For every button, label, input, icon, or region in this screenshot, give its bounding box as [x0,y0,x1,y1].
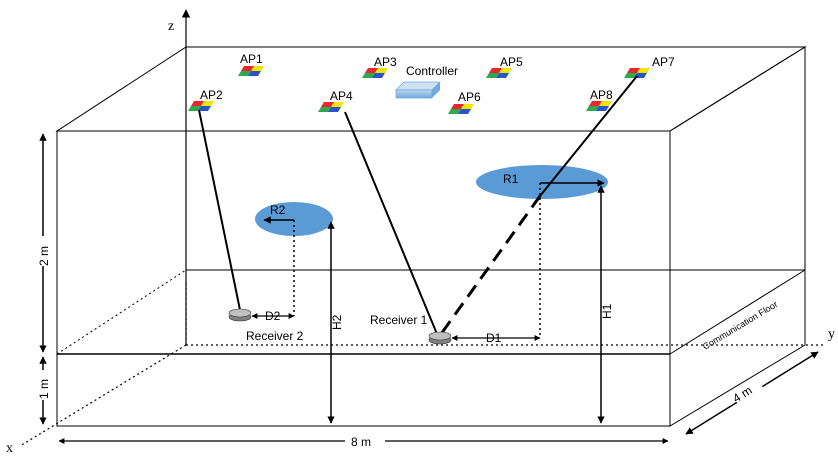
ap6-label: AP6 [458,90,481,104]
region-r1-label: R1 [503,172,519,186]
link-ap7-r1 [539,75,638,197]
ap5-icon [486,68,512,78]
access-points: AP1 AP2 AP3 AP4 AP5 AP6 [188,52,675,114]
ap3-label: AP3 [374,55,397,69]
region-r2-label: R2 [270,203,286,217]
controller-icon [395,81,441,99]
y-axis-label: y [828,327,835,342]
x-axis-label: x [6,441,13,456]
dim-2m-label: 2 m [37,246,51,266]
link-r1-receiver1-dashed [439,195,542,335]
receiver2-label: Receiver 2 [246,329,304,343]
d2-label: D2 [265,309,281,323]
ap2-label: AP2 [200,88,223,102]
dim-1m-label: 1 m [37,379,51,399]
receiver2-icon [228,308,252,322]
z-axis-label: z [168,19,174,34]
h1-label: H1 [600,303,614,319]
floor-right-edge [669,269,806,355]
ap7-icon [624,68,650,78]
ap8-icon [586,101,612,111]
region-r1 [476,165,608,199]
receiver1-icon [428,331,452,345]
right-wall [669,46,806,427]
room-box [55,46,807,427]
ap8-label: AP8 [590,88,613,102]
ap1-icon [238,66,264,76]
d1-label: D1 [486,331,502,345]
ap6-icon [448,104,474,114]
ap5-label: AP5 [500,55,523,69]
x-axis [19,344,187,447]
h2-label: H2 [330,314,344,330]
region-r2 [255,202,333,236]
ap7-label: AP7 [652,55,675,69]
communication-floor-label: Communication Floor [701,299,779,352]
ap1-label: AP1 [240,52,263,66]
link-ap4-receiver1 [344,111,438,335]
controller-label: Controller [406,64,458,78]
ap4-icon [318,102,344,112]
ap4-label: AP4 [330,89,353,103]
ap3-icon [362,68,388,78]
ap2-icon [188,101,214,111]
link-ap2-receiver2 [198,109,241,311]
receiver1-label: Receiver 1 [370,313,428,327]
floor-left-edge [56,269,187,355]
dim-8m-label: 8 m [351,435,371,449]
